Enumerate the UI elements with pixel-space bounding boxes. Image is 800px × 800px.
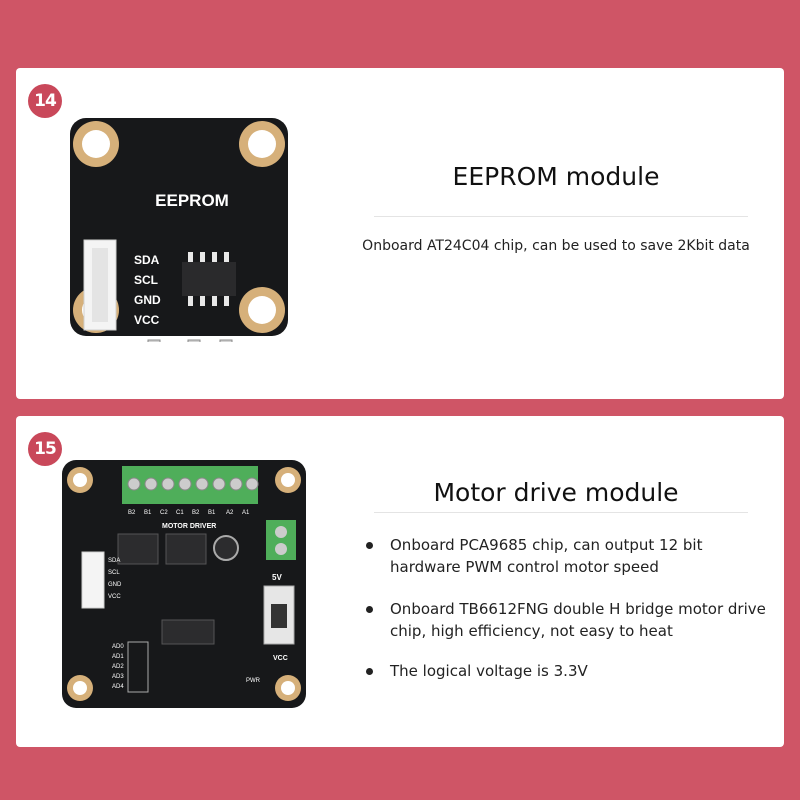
bullet-dot (366, 542, 373, 549)
feature-list: Onboard PCA9685 chip, can output 12 bit … (364, 534, 774, 682)
pin-label: GND (108, 582, 122, 588)
board-label: EEPROM (155, 191, 229, 210)
bullet-dot (366, 606, 373, 613)
voltage-label: 5V (272, 573, 282, 582)
terminal-label: B2 (128, 510, 136, 516)
eeprom-card: 14 EEPROM SDA SCL GND VCC (16, 68, 784, 399)
pwr-label: PWR (246, 678, 261, 684)
addr-label: AD3 (112, 674, 124, 680)
pin-label: VCC (134, 313, 160, 327)
terminal-label: A1 (242, 510, 250, 516)
addr-label: AD4 (112, 684, 124, 690)
feature-item: Onboard TB6612FNG double H bridge motor … (364, 598, 774, 642)
addr-label: AD2 (112, 664, 124, 670)
card-number-badge: 14 (28, 84, 62, 118)
terminal-label: C2 (160, 510, 168, 516)
motor-drive-card: 15 B2 B1 C2 C1 B2 B1 A2 A1 MOTOR DRIVER (16, 416, 784, 747)
terminal-label: B1 (208, 510, 216, 516)
pin-label: SDA (134, 253, 160, 267)
eeprom-board-photo: EEPROM SDA SCL GND VCC (70, 118, 288, 342)
terminal-label: C1 (176, 510, 184, 516)
feature-item: Onboard PCA9685 chip, can output 12 bit … (364, 534, 774, 578)
card-number-badge: 15 (28, 432, 62, 466)
pin-label: VCC (108, 594, 121, 600)
card-description: Onboard AT24C04 chip, can be used to sav… (362, 238, 750, 254)
pin-label: SDA (108, 558, 120, 564)
vcc-label: VCC (273, 655, 288, 662)
pin-label: SCL (108, 570, 120, 576)
feature-item: The logical voltage is 3.3V (364, 660, 774, 682)
terminal-label: B2 (192, 510, 200, 516)
terminal-label: B1 (144, 510, 152, 516)
bullet-dot (366, 668, 373, 675)
terminal-label: A2 (226, 510, 234, 516)
card-title: EEPROM module (452, 162, 660, 191)
board-label: MOTOR DRIVER (162, 523, 216, 530)
addr-label: AD0 (112, 644, 124, 650)
pin-label: GND (134, 293, 161, 307)
motor-driver-board-photo: B2 B1 C2 C1 B2 B1 A2 A1 MOTOR DRIVER SDA… (62, 460, 306, 708)
card-title: Motor drive module (433, 478, 679, 507)
divider (374, 512, 748, 513)
divider (374, 216, 748, 217)
pin-label: SCL (134, 273, 158, 287)
addr-label: AD1 (112, 654, 124, 660)
